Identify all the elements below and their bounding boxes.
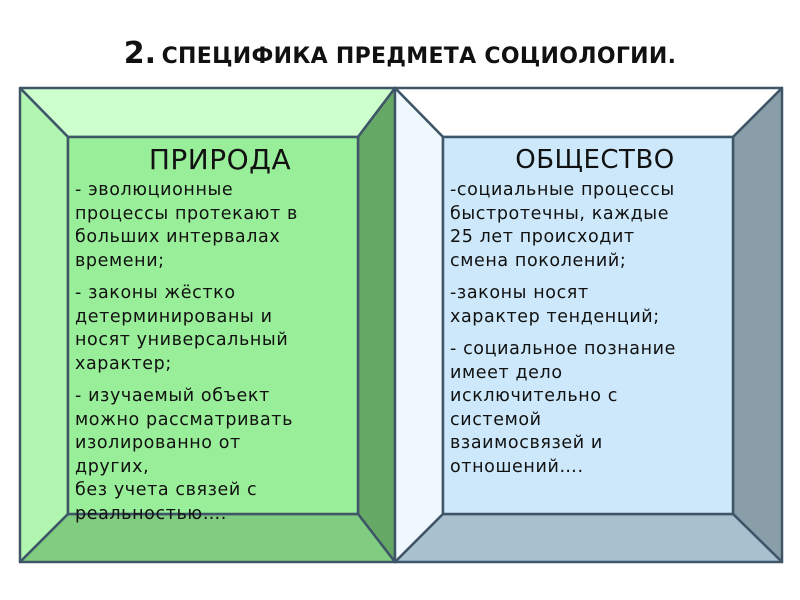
right-top-face bbox=[393, 86, 784, 139]
right-panel-item: -законы носят характер тенденций; bbox=[450, 282, 740, 329]
text-line: системой bbox=[450, 409, 542, 430]
text-line: больших интервалах bbox=[75, 227, 281, 247]
right-panel: ОБЩЕСТВО -социальные процессы быстротечн… bbox=[450, 143, 740, 488]
text-line: -законы носят bbox=[450, 283, 589, 303]
right-panel-heading: ОБЩЕСТВО bbox=[515, 145, 675, 175]
left-panel-heading: ПРИРОДА bbox=[148, 143, 292, 176]
text-line: имеет дело bbox=[450, 362, 563, 383]
text-line: реальностью…. bbox=[75, 503, 227, 524]
left-front-face bbox=[66, 135, 360, 516]
text-line: без учета связей с bbox=[75, 480, 258, 500]
text-line: - изучаемый объект bbox=[75, 386, 270, 406]
right-bevel-box bbox=[393, 86, 784, 564]
right-left-face bbox=[393, 86, 445, 564]
text-line: времени; bbox=[75, 250, 165, 271]
right-panel-item: - социальное познание имеет дело исключи… bbox=[450, 338, 740, 479]
right-panel-item: -социальные процессы быстротечны, каждые… bbox=[450, 179, 740, 273]
text-line: - законы жёстко bbox=[75, 283, 236, 303]
text-line: носят универсальный bbox=[75, 330, 289, 350]
text-line: характер тенденций; bbox=[450, 306, 660, 327]
right-bottom-face bbox=[393, 512, 784, 564]
right-front-face bbox=[441, 135, 735, 516]
text-line: процессы протекают в bbox=[75, 203, 298, 224]
text-line: изолированно от bbox=[75, 433, 241, 453]
left-panel: ПРИРОДА - эволюционные процессы протекаю… bbox=[75, 143, 365, 535]
slide-title-text: СПЕЦИФИКА ПРЕДМЕТА СОЦИОЛОГИИ. bbox=[161, 44, 677, 69]
text-line: быстротечны, каждые bbox=[450, 203, 670, 224]
text-line: отношений…. bbox=[450, 456, 584, 477]
text-line: взаимосвязей и bbox=[450, 433, 603, 453]
slide-title: 2. СПЕЦИФИКА ПРЕДМЕТА СОЦИОЛОГИИ. bbox=[0, 36, 800, 71]
left-panel-item: - изучаемый объект можно рассматривать и… bbox=[75, 385, 365, 526]
left-top-face bbox=[18, 86, 397, 139]
text-line: детерминированы и bbox=[75, 306, 273, 327]
text-line: смена поколений; bbox=[450, 250, 627, 271]
text-line: - эволюционные bbox=[75, 180, 234, 200]
text-line: можно рассматривать bbox=[75, 409, 294, 430]
text-line: 25 лет происходит bbox=[450, 227, 635, 247]
left-left-face bbox=[18, 86, 70, 564]
left-bevel-box bbox=[18, 86, 397, 564]
slide-title-number: 2. bbox=[123, 36, 157, 71]
right-right-face bbox=[731, 86, 784, 564]
text-line: других, bbox=[75, 456, 150, 477]
left-panel-item: - законы жёстко детерминированы и носят … bbox=[75, 282, 365, 376]
left-panel-item: - эволюционные процессы протекают в боль… bbox=[75, 179, 365, 273]
text-line: - социальное познание bbox=[450, 339, 676, 359]
text-line: исключительно с bbox=[450, 386, 618, 406]
text-line: характер; bbox=[75, 353, 172, 374]
text-line: -социальные процессы bbox=[450, 180, 675, 200]
